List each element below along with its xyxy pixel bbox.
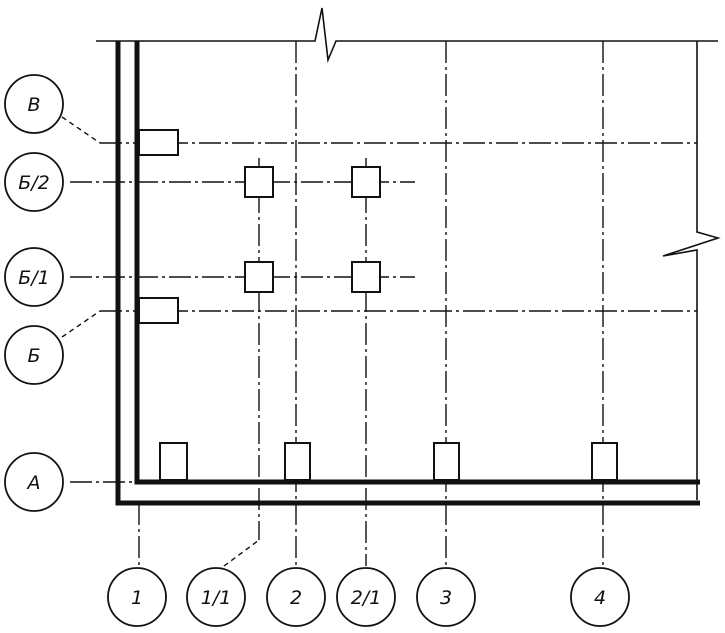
column-B2-1-1 [244, 166, 274, 198]
axis-label-3: 3 [440, 587, 452, 609]
axis-label-B2: Б/2 [18, 172, 50, 194]
wall-left-inner [134, 41, 700, 485]
wall-left-outer [115, 41, 700, 506]
leader-B [61, 310, 101, 338]
axis-label-B: Б [27, 345, 40, 367]
axis-bubble-V: В [4, 74, 64, 134]
pilaster-A-1 [159, 442, 188, 481]
axis-label-A: А [26, 472, 41, 494]
axis-bubble-3: 3 [416, 567, 476, 627]
pilaster-A-3 [433, 442, 460, 481]
axis-bubble-1: 1 [107, 567, 167, 627]
axis-label-V: В [27, 94, 40, 116]
column-B1-2-1 [351, 261, 381, 293]
axis-label-1-1: 1/1 [201, 587, 232, 609]
pilaster-A-2 [284, 442, 311, 481]
axis-label-4: 4 [594, 587, 606, 609]
axis-bubble-1-1: 1/1 [186, 567, 246, 627]
axis-label-2: 2 [290, 587, 302, 609]
axis-bubble-B: Б [4, 325, 64, 385]
column-B2-2-1 [351, 166, 381, 198]
axis-bubble-B2: Б/2 [4, 152, 64, 212]
axis-bubble-A: А [4, 452, 64, 512]
leader-V [61, 116, 101, 144]
axis-bubble-2: 2 [266, 567, 326, 627]
axis-bubble-2-1: 2/1 [336, 567, 396, 627]
top-boundary-line [96, 7, 718, 64]
right-boundary-line [662, 41, 721, 500]
axis-label-2-1: 2/1 [351, 587, 382, 609]
axis-label-1: 1 [131, 587, 143, 609]
pilaster-V [138, 129, 179, 156]
column-B1-1-1 [244, 261, 274, 293]
leader-1-1 [223, 539, 260, 567]
axis-label-B1: Б/1 [18, 267, 50, 289]
axis-bubble-B1: Б/1 [4, 247, 64, 307]
pilaster-B [138, 297, 179, 324]
pilaster-A-4 [591, 442, 618, 481]
axis-bubble-4: 4 [570, 567, 630, 627]
